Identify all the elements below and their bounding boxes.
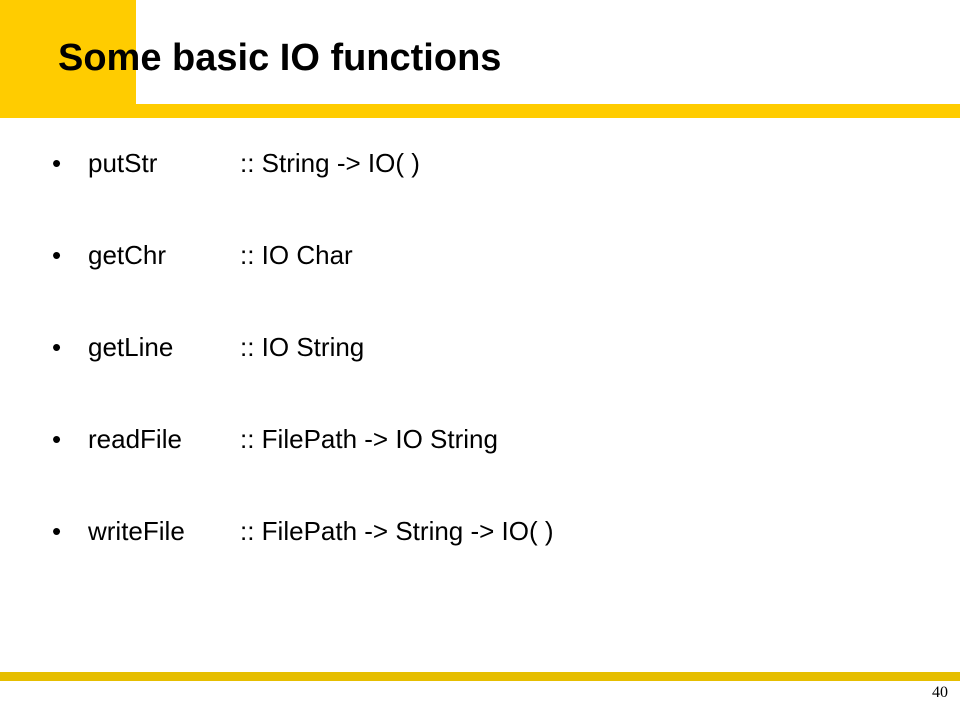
slide-title: Some basic IO functions: [58, 37, 502, 79]
page-number: 40: [932, 684, 948, 701]
bullet-icon: •: [52, 423, 62, 454]
function-signature: :: IO String: [240, 331, 365, 362]
list-item-getline: • getLine :: IO String: [52, 324, 554, 370]
list-item-writefile: • writeFile :: FilePath -> String -> IO(…: [52, 508, 554, 554]
bullet-icon: •: [52, 331, 62, 362]
title-underline-bar: [136, 104, 960, 118]
title-corner-block: [0, 0, 136, 118]
bullet-icon: •: [52, 239, 62, 270]
function-name: getLine: [88, 331, 174, 362]
function-name: getChr: [88, 239, 167, 270]
function-signature: :: IO Char: [240, 239, 353, 270]
function-signature: :: String -> IO( ): [240, 147, 420, 178]
function-name: putStr: [88, 147, 158, 178]
bullet-icon: •: [52, 515, 62, 546]
function-signature: :: FilePath -> IO String: [240, 423, 498, 454]
list-item-putstr: • putStr :: String -> IO( ): [52, 140, 554, 186]
list-item-getchr: • getChr :: IO Char: [52, 232, 554, 278]
bullet-icon: •: [52, 147, 62, 178]
list-item-readfile: • readFile :: FilePath -> IO String: [52, 416, 554, 462]
function-name: writeFile: [88, 515, 185, 546]
function-name: readFile: [88, 423, 182, 454]
function-signature: :: FilePath -> String -> IO( ): [240, 515, 554, 546]
function-list: • putStr :: String -> IO( ) • getChr :: …: [52, 140, 554, 600]
footer-bar: [0, 672, 960, 681]
